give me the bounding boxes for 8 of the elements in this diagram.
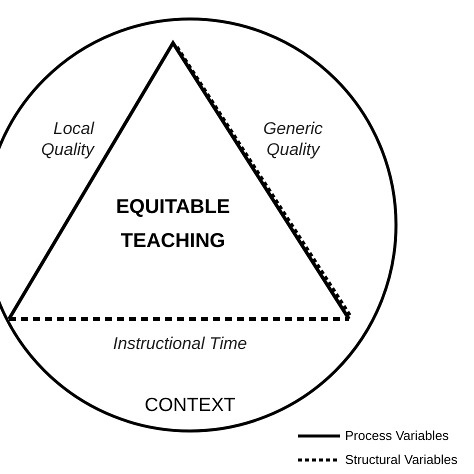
side-label: Local Quality	[40, 118, 94, 160]
center-title: EQUITABLE TEACHING	[114, 195, 232, 254]
side-label: Instructional Time	[112, 333, 248, 354]
legend-text: Structural Variables	[345, 452, 458, 467]
side-label: Generic Quality	[262, 118, 324, 160]
teaching-triangle	[6, 40, 352, 322]
legend-text: Process Variables	[345, 428, 449, 443]
context-label: CONTEXT	[144, 395, 236, 417]
